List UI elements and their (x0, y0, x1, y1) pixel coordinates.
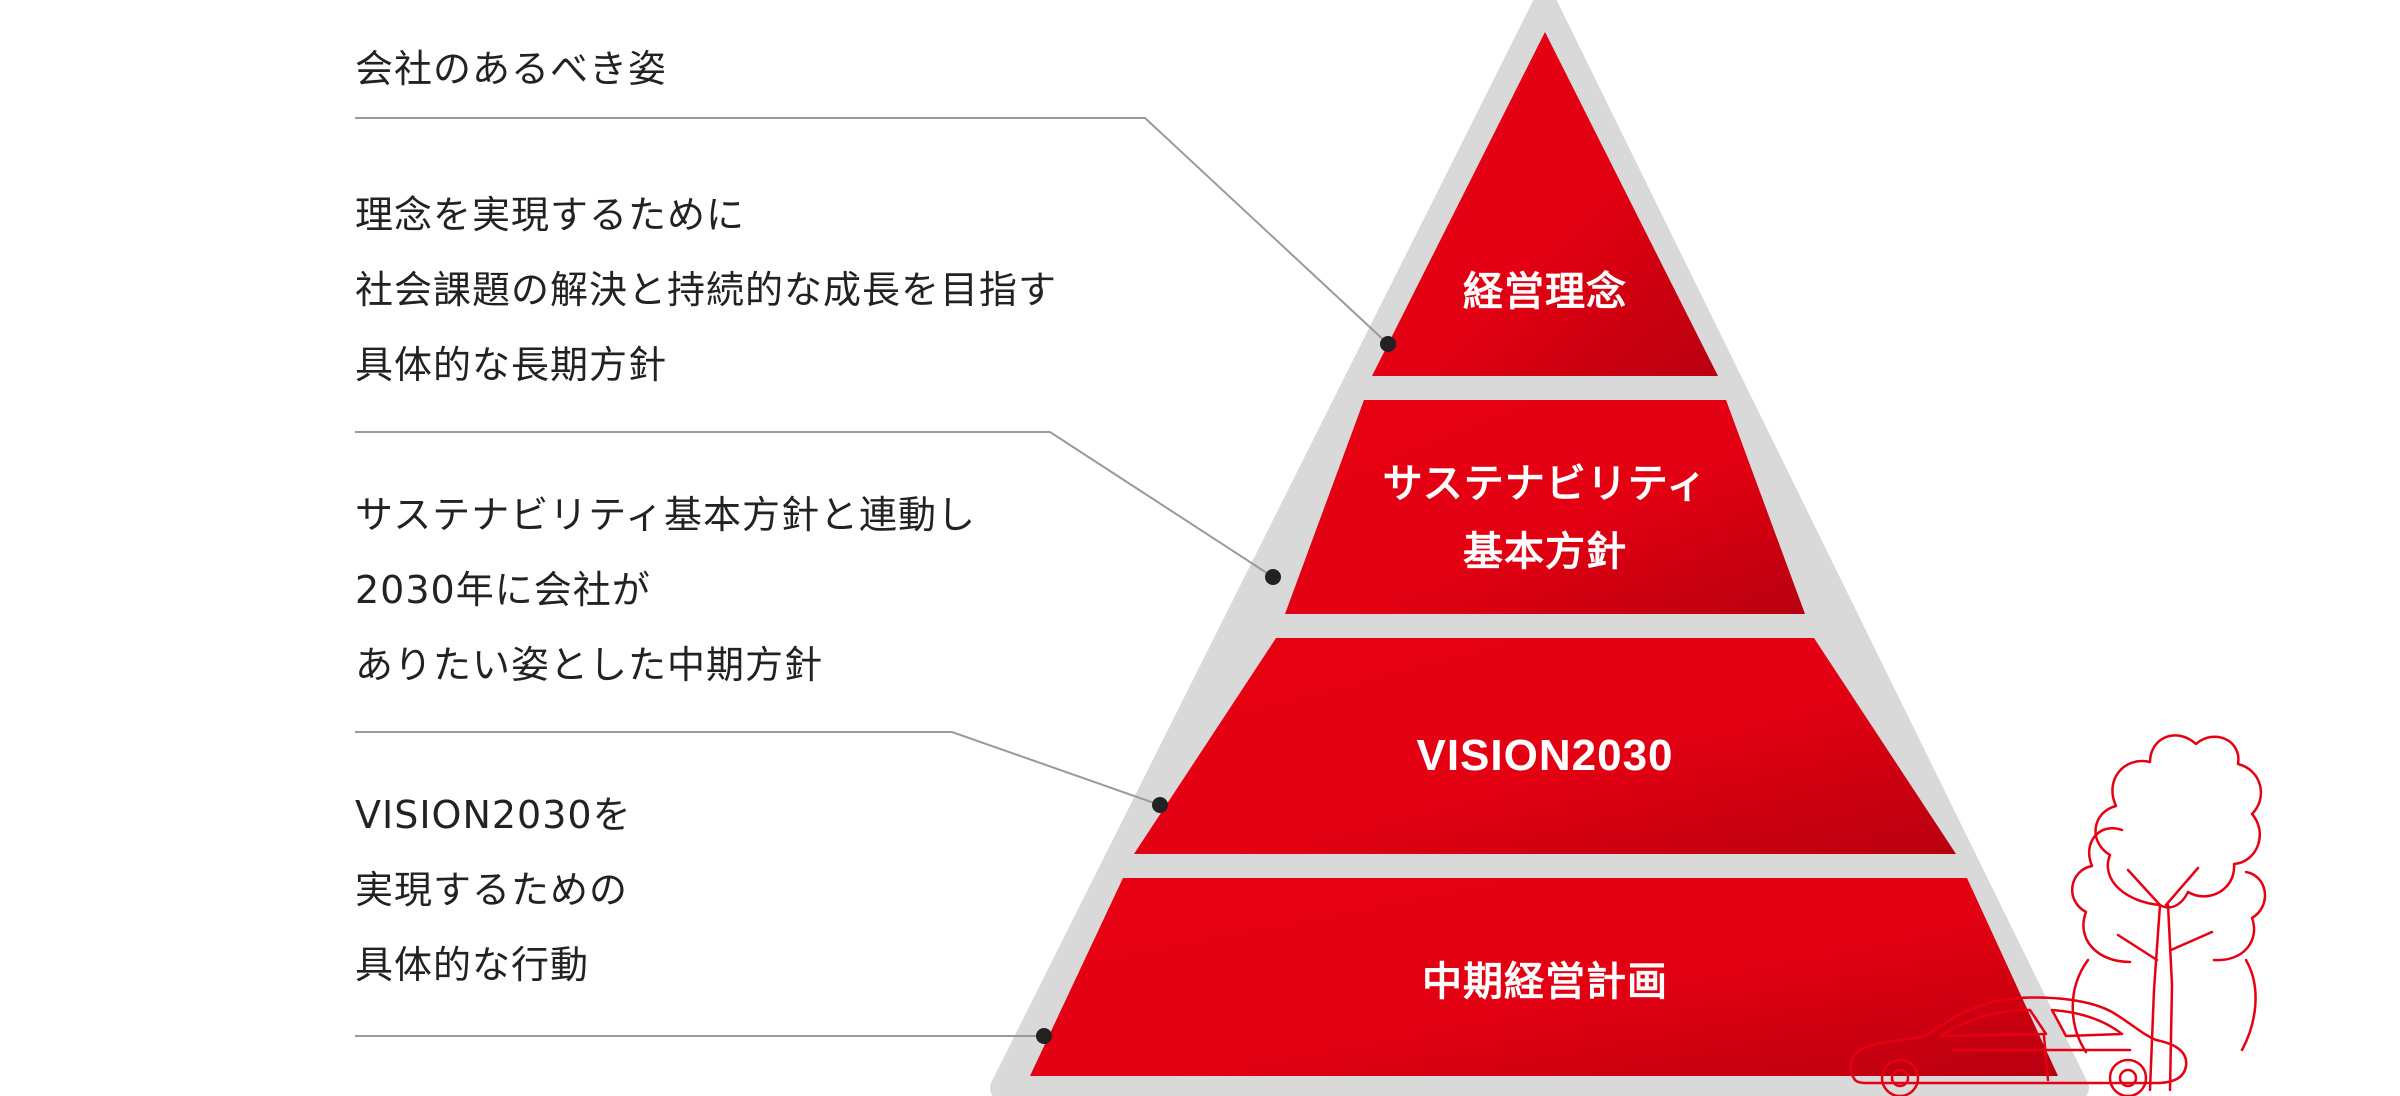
description-line: VISION2030を (355, 793, 632, 837)
tier-shape-2 (1285, 400, 1805, 614)
connector-line-3 (355, 731, 1161, 806)
description-line: ありたい姿とした中期方針 (355, 643, 824, 687)
description-vision2030: サステナビリティ基本方針と連動し 2030年に会社が ありたい姿とした中期方針 (355, 478, 976, 703)
connector-line-1 (355, 117, 1389, 345)
tree-outline-icon (2070, 734, 2267, 1092)
connector-dot-1 (1380, 336, 1396, 352)
description-line: サステナビリティ基本方針と連動し (355, 493, 976, 537)
description-line: 実現するための (355, 868, 629, 912)
tier-label-line: VISION2030 (1416, 731, 1674, 780)
description-line: 理念を実現するために (355, 193, 746, 237)
description-line: 社会課題の解決と持続的な成長を目指す (355, 268, 1058, 312)
tier-label-line: 基本方針 (1463, 529, 1627, 575)
description-sustainability-policy: 理念を実現するために 社会課題の解決と持続的な成長を目指す 具体的な長期方針 (355, 178, 1057, 403)
tier-shape-4 (1030, 878, 2058, 1076)
connector-line-2 (355, 431, 1274, 578)
tier-shape-1 (1372, 32, 1718, 376)
tier-label-line: 経営理念 (1463, 269, 1627, 315)
description-midterm-plan: VISION2030を 実現するための 具体的な行動 (355, 778, 632, 1003)
tier-label-management-philosophy: 経営理念 (1463, 258, 1627, 326)
tier-label-sustainability-policy: サステナビリティ 基本方針 (1383, 450, 1708, 586)
tier-label-line: 中期経営計画 (1422, 959, 1668, 1005)
tier-label-midterm-plan: 中期経営計画 (1422, 948, 1668, 1016)
tier-label-line: サステナビリティ (1382, 461, 1708, 507)
connector-dot-3 (1152, 797, 1168, 813)
description-line: 2030年に会社が (355, 568, 651, 612)
description-line: 会社のあるべき姿 (355, 47, 668, 91)
tier-shape-3 (1134, 638, 1956, 854)
description-company-ideal: 会社のあるべき姿 (355, 32, 667, 107)
description-line: 具体的な行動 (355, 943, 590, 987)
car-outline-icon (1849, 996, 2188, 1096)
description-line: 具体的な長期方針 (355, 343, 668, 387)
tier-label-vision2030: VISION2030 (1416, 722, 1673, 790)
connector-dot-4 (1036, 1028, 1052, 1044)
connector-dot-2 (1265, 569, 1281, 585)
